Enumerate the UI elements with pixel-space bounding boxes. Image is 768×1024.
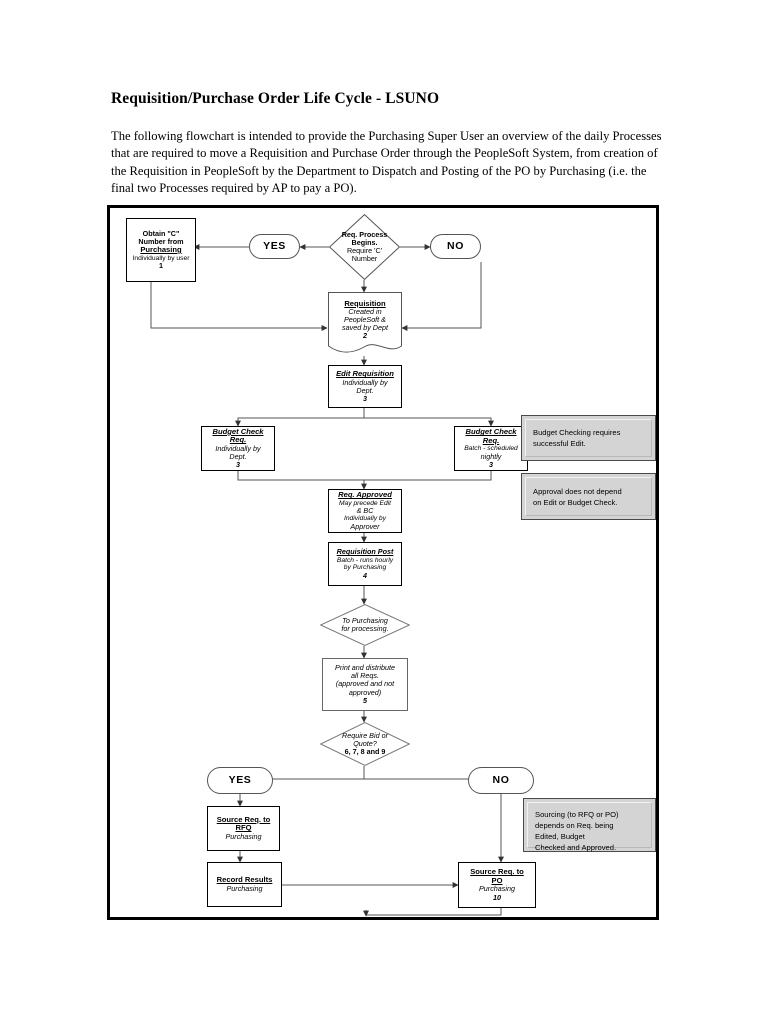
req-post-line4: 4 [363,570,367,580]
record-results-line2: Purchasing [226,883,263,893]
source-rfq-line3: Purchasing [225,831,262,841]
document-shape [328,292,402,353]
requisition-line1: Requisition [344,298,386,308]
source-po-line1: Source Req. to [470,867,524,877]
sourcing-note-line1: Sourcing (to RFQ or PO) [535,810,619,819]
print-line3: (approved and not [335,679,395,689]
budget-note-line2: successful Edit. [533,439,586,448]
requisition-line2: Created in [348,307,382,317]
require-bid-line2: Quote? [353,738,377,748]
obtain-c-line3: Purchasing [140,245,182,255]
edit-req-line1: Edit Requisition [336,369,394,379]
print-line5: 5 [363,695,367,705]
no-top-label: NO [447,239,464,252]
node-requisition-post[interactable]: Requisition Post Batch - runs hourly by … [328,542,402,586]
no-bottom-label: NO [492,773,510,786]
obtain-c-line4: Individually by user [132,254,190,262]
req-approved-line4: Individually by [343,515,386,523]
require-bid-line3: 6, 7, 8 and 9 [344,747,386,757]
print-line2: all Reqs. [351,671,379,681]
print-line4: approved) [348,687,382,697]
requisition-line3: PeopleSoft & [344,315,386,325]
note-budget-checking: Budget Checking requires successful Edit… [521,415,656,461]
edit-req-line4: 3 [363,393,367,403]
obtain-c-line5: 1 [159,261,163,271]
budget-left-line4: Dept. [229,451,247,461]
req-begins-line4: Number [351,254,378,264]
node-no-top[interactable]: NO [430,234,481,259]
sourcing-note-line2: depends on Req. being [535,821,614,830]
req-begins-line1: Req. Process [341,229,388,239]
approval-note-line1: Approval does not depend [533,486,622,496]
sourcing-note-line4: Checked and Approved. [535,843,617,852]
source-po-line2: PO [491,875,503,885]
diamond-shape [320,604,410,646]
flowchart-connectors [110,208,656,917]
diamond-shape [329,214,400,280]
budget-right-line1: Budget Check [465,427,517,437]
req-approved-line2: May precede Edit [338,499,392,507]
node-req-approved[interactable]: Req. Approved May precede Edit & BC Indi… [328,489,402,533]
budget-right-line2: Req. [482,435,500,445]
approval-note-line2: on Edit or Budget Check. [533,497,618,507]
to-purchasing-line2: for processing. [341,624,389,633]
req-approved-line5: Approver [350,521,380,531]
node-no-bottom[interactable]: NO [468,767,534,794]
obtain-c-line2: Number from [138,236,184,246]
node-yes-top[interactable]: YES [249,234,300,259]
obtain-c-line1: Obtain "C" [142,228,180,238]
node-budget-check-individual[interactable]: Budget Check Req. Individually by Dept. … [201,426,275,471]
edit-req-line3: Dept. [356,385,374,395]
budget-note-line1: Budget Checking requires [533,428,621,437]
budget-left-line5: 3 [236,460,240,470]
req-begins-line2: Begins. [351,237,378,247]
require-bid-line1: Require Bid or [342,730,388,740]
intro-paragraph: The following flowchart is intended to p… [111,129,662,195]
diamond-shape [320,722,410,766]
req-post-line3: by Purchasing [343,564,387,571]
sourcing-note-line3: Edited, Budget [535,832,585,841]
budget-right-line3: Batch - scheduled [464,445,518,453]
print-line1: Print and distribute [335,663,395,673]
yes-top-label: YES [263,239,286,252]
budget-left-line2: Req. [229,435,247,445]
node-source-req-rfq[interactable]: Source Req. to RFQ Purchasing [207,806,280,851]
budget-right-line4: nightly [480,451,502,461]
note-sourcing: Sourcing (to RFQ or PO) depends on Req. … [523,798,656,852]
node-source-req-po[interactable]: Source Req. to PO Purchasing 10 [458,862,536,908]
node-print-distribute[interactable]: Print and distribute all Reqs. (approved… [322,658,408,711]
node-record-results[interactable]: Record Results Purchasing [207,862,282,907]
node-req-process-begins[interactable]: Req. Process Begins. Require 'C' Number [329,214,400,280]
node-require-bid-or-quote[interactable]: Require Bid or Quote? 6, 7, 8 and 9 [320,722,410,766]
node-requisition[interactable]: Requisition Created in PeopleSoft & save… [328,292,402,356]
node-yes-bottom[interactable]: YES [207,767,273,794]
requisition-line5: 2 [363,331,367,341]
source-rfq-line1: Source Req. to [216,814,271,824]
node-obtain-c-number[interactable]: Obtain "C" Number from Purchasing Indivi… [126,218,196,282]
yes-bottom-label: YES [228,773,252,786]
budget-right-line5: 3 [489,459,493,469]
record-results-line1: Record Results [216,875,273,885]
budget-left-line1: Budget Check [212,426,264,436]
budget-left-line3: Individually by [215,443,261,453]
source-po-line4: 10 [493,892,501,902]
source-rfq-line2: RFQ [235,823,252,833]
note-approval: Approval does not depend on Edit or Budg… [521,473,656,520]
flowchart-frame: Obtain "C" Number from Purchasing Indivi… [107,205,659,920]
req-post-line2: Batch - runs hourly [336,556,394,564]
req-approved-line1: Req. Approved [338,490,392,500]
node-budget-check-batch[interactable]: Budget Check Req. Batch - scheduled nigh… [454,426,528,471]
to-purchasing-line1: To Purchasing [342,615,388,625]
page-title: Requisition/Purchase Order Life Cycle - … [111,90,440,107]
requisition-line4: saved by Dept [342,323,388,333]
req-begins-line3: Require 'C' [346,246,383,255]
req-post-line1: Requisition Post [336,547,394,557]
node-edit-requisition[interactable]: Edit Requisition Individually by Dept. 3 [328,365,402,408]
source-po-line3: Purchasing [479,884,515,894]
edit-req-line2: Individually by [342,377,388,387]
node-to-purchasing[interactable]: To Purchasing for processing. [320,604,410,646]
req-approved-line3: & BC [356,506,374,516]
